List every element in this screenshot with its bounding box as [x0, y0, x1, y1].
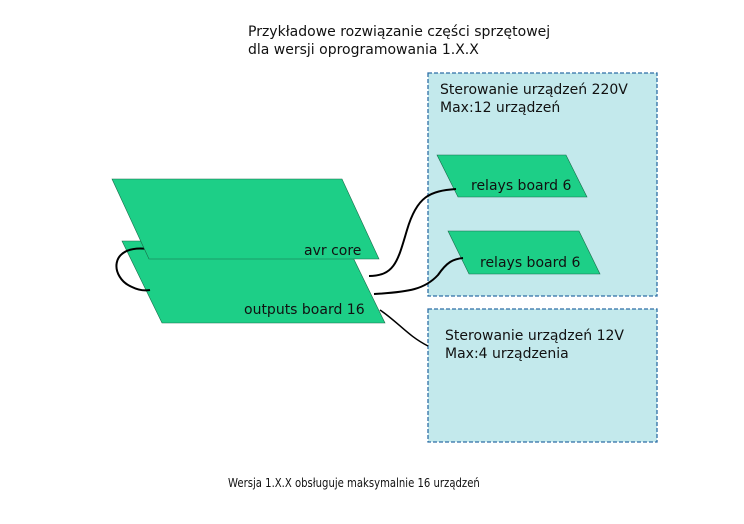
relays-board-2-label: relays board 6	[480, 255, 580, 271]
footer-note: Wersja 1.X.X obsługuje maksymalnie 16 ur…	[228, 476, 480, 490]
outputs-board-label: outputs board 16	[244, 302, 365, 318]
avr-core-shape	[111, 178, 380, 260]
zone-12v-box	[427, 308, 658, 443]
wire-outputs-to-relays-2	[373, 257, 464, 295]
zone-220v-limit: Max:12 urządzeń	[440, 100, 561, 116]
relays-board-1-shape	[436, 154, 588, 198]
loop-wire	[115, 247, 151, 292]
zone-12v-title: Sterowanie urządzeń 12V	[445, 328, 624, 344]
title-line-2: dla wersji oprogramowania 1.X.X	[248, 42, 479, 58]
relays-board-2-shape	[447, 230, 601, 275]
wire-avr-to-relays-1	[368, 188, 457, 277]
zone-220v-title: Sterowanie urządzeń 220V	[440, 82, 628, 98]
avr-core-label: avr core	[304, 243, 361, 259]
wire-outputs-to-12v-zone	[379, 309, 429, 347]
zone-220v-text: Sterowanie urządzeń 220V Max:12 urządzeń	[440, 81, 628, 117]
title-line-1: Przykładowe rozwiązanie części sprzętowe…	[248, 24, 551, 40]
diagram-title: Przykładowe rozwiązanie części sprzętowe…	[248, 23, 550, 59]
zone-12v-limit: Max:4 urządzenia	[445, 346, 569, 362]
relays-board-1-label: relays board 6	[471, 178, 571, 194]
zone-12v-text: Sterowanie urządzeń 12V Max:4 urządzenia	[445, 327, 624, 363]
